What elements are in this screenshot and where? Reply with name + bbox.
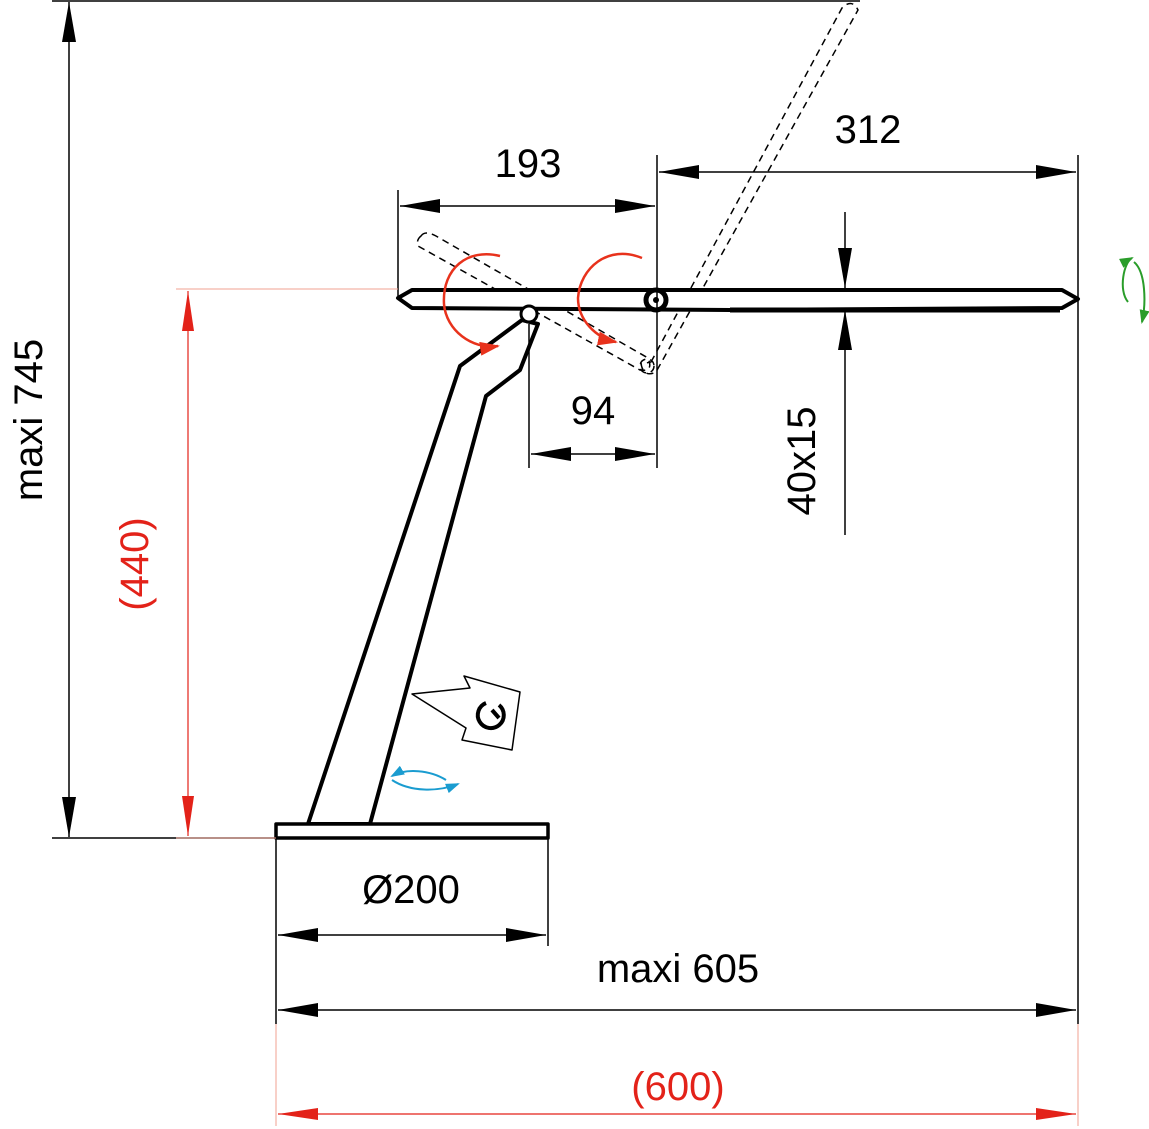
arm-pivot: [519, 304, 539, 324]
lamp-base: [274, 822, 550, 840]
lamp-body: [274, 287, 1080, 840]
alt-width-label: (600): [631, 1065, 724, 1109]
head-section-label: 40x15: [780, 407, 824, 516]
pivot-offset-label: 94: [571, 389, 616, 433]
max-height-label: maxi 745: [7, 339, 51, 501]
rotate-horizontal-icon: [390, 765, 460, 794]
alternate-position-outlines: [416, 2, 859, 375]
dimension-lines: [52, 0, 1079, 1024]
rotate-arrow-icon: [442, 253, 501, 356]
base-diameter-label: Ø200: [362, 868, 460, 912]
rotate-vertical-icon: [1119, 257, 1149, 324]
rotate-arrow-icon: [576, 252, 643, 346]
power-button-icon: [475, 701, 506, 731]
arm-length-label: 193: [495, 142, 562, 186]
lamp-head: [396, 288, 1080, 312]
alt-height-label: (440): [113, 517, 157, 610]
alt-dimension-lines: [176, 288, 1079, 1126]
head-length-label: 312: [835, 108, 902, 152]
power-switch-callout: [411, 675, 521, 751]
max-width-label: maxi 605: [597, 947, 759, 991]
